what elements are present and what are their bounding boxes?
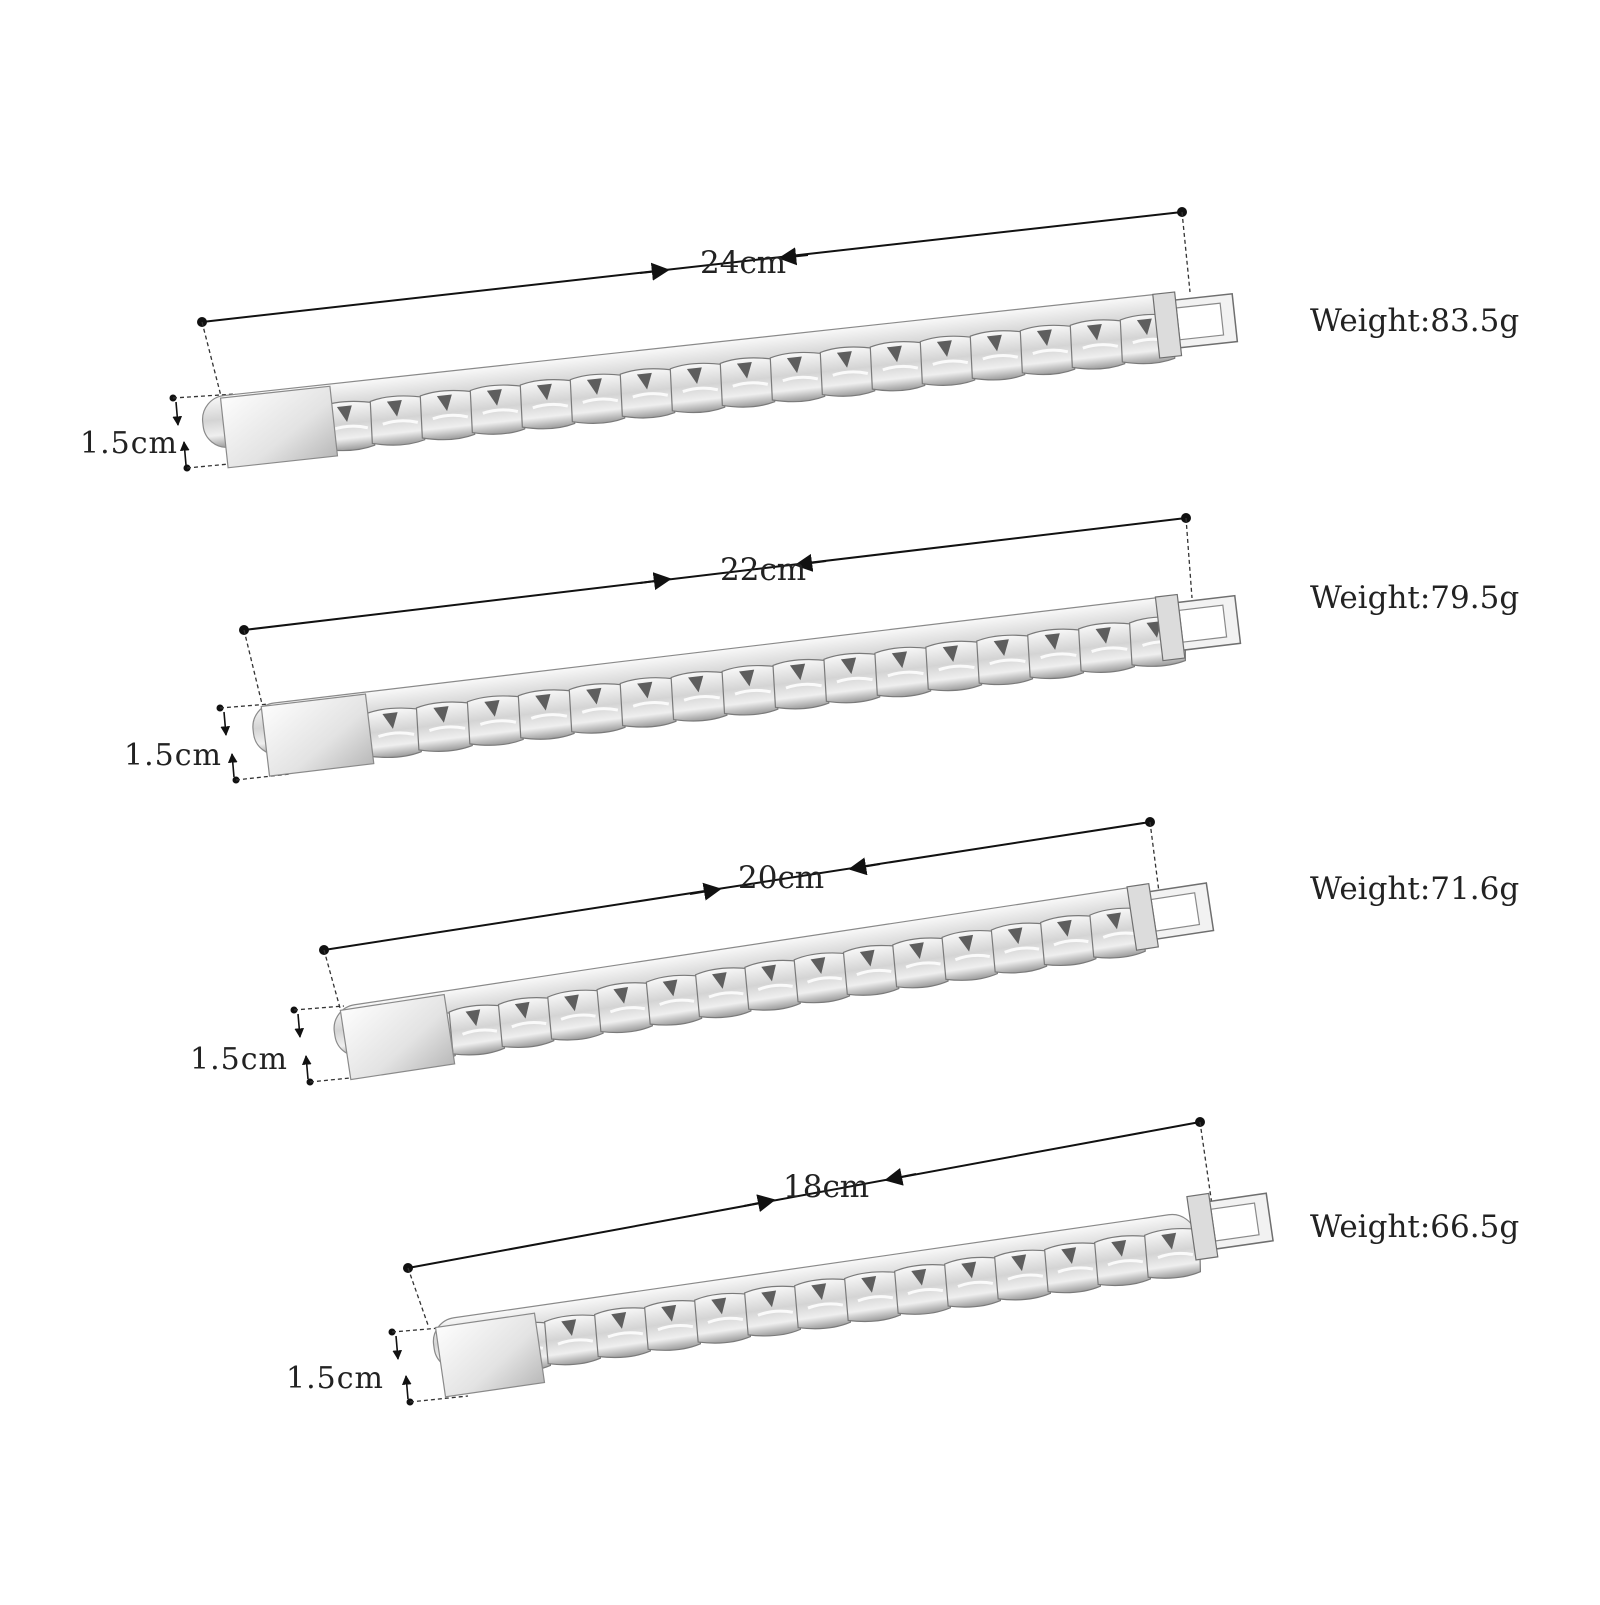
chain bbox=[201, 291, 1239, 469]
chain-link bbox=[670, 671, 728, 722]
length-label: 24cm bbox=[700, 245, 786, 281]
weight-label: Weight:83.5g bbox=[1310, 303, 1519, 339]
width-label: 1.5cm bbox=[124, 738, 222, 773]
chain-link bbox=[364, 707, 422, 759]
length-dimension: 24cm bbox=[197, 207, 1191, 401]
chain-link bbox=[793, 952, 851, 1004]
chain-link bbox=[1039, 915, 1097, 967]
width-label: 1.5cm bbox=[190, 1042, 288, 1077]
clasp-plate bbox=[219, 385, 339, 469]
chain-link bbox=[842, 944, 900, 996]
chain-link bbox=[894, 1264, 952, 1315]
clasp-plate bbox=[260, 693, 375, 777]
chain-link bbox=[519, 379, 576, 430]
chain-link bbox=[568, 683, 626, 734]
chain-link bbox=[794, 1278, 852, 1330]
length-label: 20cm bbox=[738, 860, 824, 896]
chain-link bbox=[569, 373, 626, 424]
bracelet-20cm: 20cm 1.5cm Weight:71.6g bbox=[190, 817, 1519, 1086]
clasp-buckle bbox=[1186, 1192, 1274, 1261]
width-label: 1.5cm bbox=[80, 426, 178, 461]
chain-link bbox=[448, 1004, 506, 1056]
chain-link bbox=[990, 922, 1048, 974]
chain-link bbox=[1094, 1235, 1152, 1287]
chain-link bbox=[596, 982, 653, 1034]
chain-link bbox=[919, 335, 976, 386]
chain-link bbox=[619, 677, 677, 728]
chain-link bbox=[469, 384, 526, 435]
clasp-buckle bbox=[1154, 593, 1242, 662]
chain-link bbox=[544, 1314, 602, 1366]
chain-link bbox=[547, 989, 604, 1041]
clasp-plate bbox=[339, 993, 456, 1081]
chain-link bbox=[744, 1285, 802, 1337]
length-label: 22cm bbox=[720, 552, 806, 588]
chain-link bbox=[941, 929, 998, 981]
weight-label: Weight:79.5g bbox=[1310, 580, 1519, 616]
chain-link bbox=[644, 1300, 702, 1351]
chain bbox=[333, 882, 1215, 1081]
chain-link bbox=[744, 959, 801, 1011]
chain-link bbox=[619, 368, 676, 419]
chain-link bbox=[892, 937, 949, 989]
width-dimension: 1.5cm bbox=[124, 703, 291, 784]
chain-link bbox=[976, 634, 1034, 686]
width-dimension: 1.5cm bbox=[286, 1327, 469, 1406]
length-dimension: 20cm bbox=[319, 817, 1161, 1009]
chain-link bbox=[415, 701, 473, 752]
weight-label: Weight:71.6g bbox=[1310, 871, 1519, 907]
chain-link bbox=[594, 1307, 652, 1359]
chain-link bbox=[944, 1256, 1002, 1308]
chain-link bbox=[819, 346, 876, 397]
chain-link bbox=[369, 395, 426, 446]
clasp-plate bbox=[434, 1312, 546, 1398]
clasp-buckle bbox=[1126, 882, 1215, 951]
chain-link bbox=[1089, 907, 1146, 959]
chain-link bbox=[1078, 622, 1136, 673]
chain bbox=[432, 1192, 1274, 1398]
chain-link bbox=[517, 689, 575, 740]
chain-link bbox=[772, 658, 830, 710]
chain-link bbox=[497, 997, 555, 1049]
clasp-buckle bbox=[1152, 291, 1239, 359]
chain-link bbox=[925, 640, 983, 692]
chain-link bbox=[719, 357, 776, 408]
chain-link bbox=[1069, 319, 1126, 370]
chain-link bbox=[1044, 1242, 1102, 1294]
chain-link bbox=[1144, 1227, 1202, 1279]
width-dimension: 1.5cm bbox=[80, 393, 251, 472]
chain-link bbox=[1019, 324, 1076, 376]
chain-link bbox=[694, 967, 752, 1019]
chain-link bbox=[823, 652, 881, 704]
chain-link bbox=[769, 351, 826, 403]
chain-link bbox=[466, 695, 524, 746]
chain-link bbox=[874, 646, 932, 698]
chain-link bbox=[419, 389, 476, 441]
chain-link bbox=[1027, 628, 1085, 680]
chain-link bbox=[694, 1292, 752, 1344]
bracelet-22cm: 22cm 1.5cm Weight:79.5g bbox=[124, 513, 1519, 784]
chain-link bbox=[869, 341, 926, 392]
chain bbox=[252, 593, 1242, 777]
chain-link bbox=[844, 1271, 902, 1323]
weight-label: Weight:66.5g bbox=[1310, 1209, 1519, 1245]
width-label: 1.5cm bbox=[286, 1361, 384, 1396]
chain-link bbox=[994, 1249, 1052, 1301]
length-dimension: 18cm bbox=[403, 1117, 1213, 1326]
length-dimension: 22cm bbox=[239, 513, 1193, 705]
chain-link bbox=[669, 362, 726, 414]
bracelet-24cm: 24cm 1.5cm Weight:83.5g bbox=[80, 207, 1519, 472]
chain-link bbox=[645, 974, 703, 1026]
width-dimension: 1.5cm bbox=[190, 1005, 371, 1086]
bracelet-18cm: 18cm 1.5cm Weight:66.5g bbox=[286, 1117, 1519, 1406]
chain-link bbox=[969, 330, 1026, 381]
length-label: 18cm bbox=[783, 1169, 869, 1205]
chain-link bbox=[721, 664, 779, 716]
